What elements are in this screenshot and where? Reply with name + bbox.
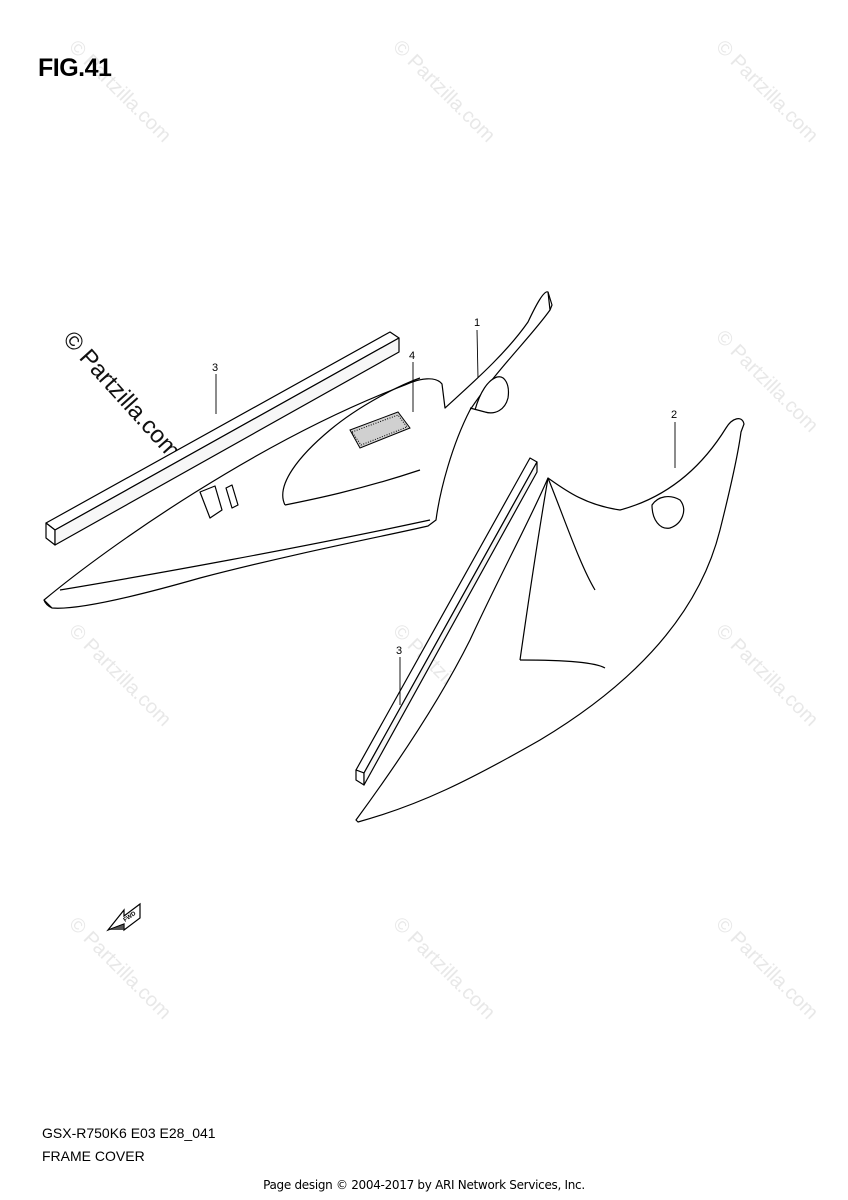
watermark: © Partzilla.com [711, 36, 822, 147]
watermark: © Partzilla.com [64, 620, 175, 731]
frame-cover-right [43, 291, 553, 609]
model-code: GSX-R750K6 E03 E28_041 [42, 1125, 216, 1141]
watermark-main: © Partzilla.com [58, 326, 186, 464]
watermark: © Partzilla.com [711, 620, 822, 731]
watermark: © Partzilla.com [388, 36, 499, 147]
frame-cover-left [355, 418, 745, 823]
reflector [349, 411, 411, 449]
watermark: © Partzilla.com [64, 36, 175, 147]
callout-lines [215, 329, 676, 705]
callouts: 1 3 4 2 3 [212, 317, 677, 657]
watermark: © Partzilla.com [711, 326, 822, 437]
callout-2: 2 [671, 409, 677, 421]
figure-title: FIG.41 [38, 54, 112, 82]
watermark: © Partzilla.com [388, 913, 499, 1024]
fwd-arrow-icon: FWD [106, 902, 141, 932]
watermark: © Partzilla.com [711, 913, 822, 1024]
cushion-strip-upper [45, 331, 400, 546]
section-name: FRAME COVER [42, 1148, 145, 1164]
callout-4: 4 [409, 350, 415, 362]
page-footer: Page design © 2004-2017 by ARI Network S… [263, 1178, 585, 1192]
callout-3-upper: 3 [212, 362, 218, 374]
callout-3-lower: 3 [396, 645, 402, 657]
cushion-strip-lower [355, 457, 538, 786]
callout-1: 1 [474, 317, 480, 329]
